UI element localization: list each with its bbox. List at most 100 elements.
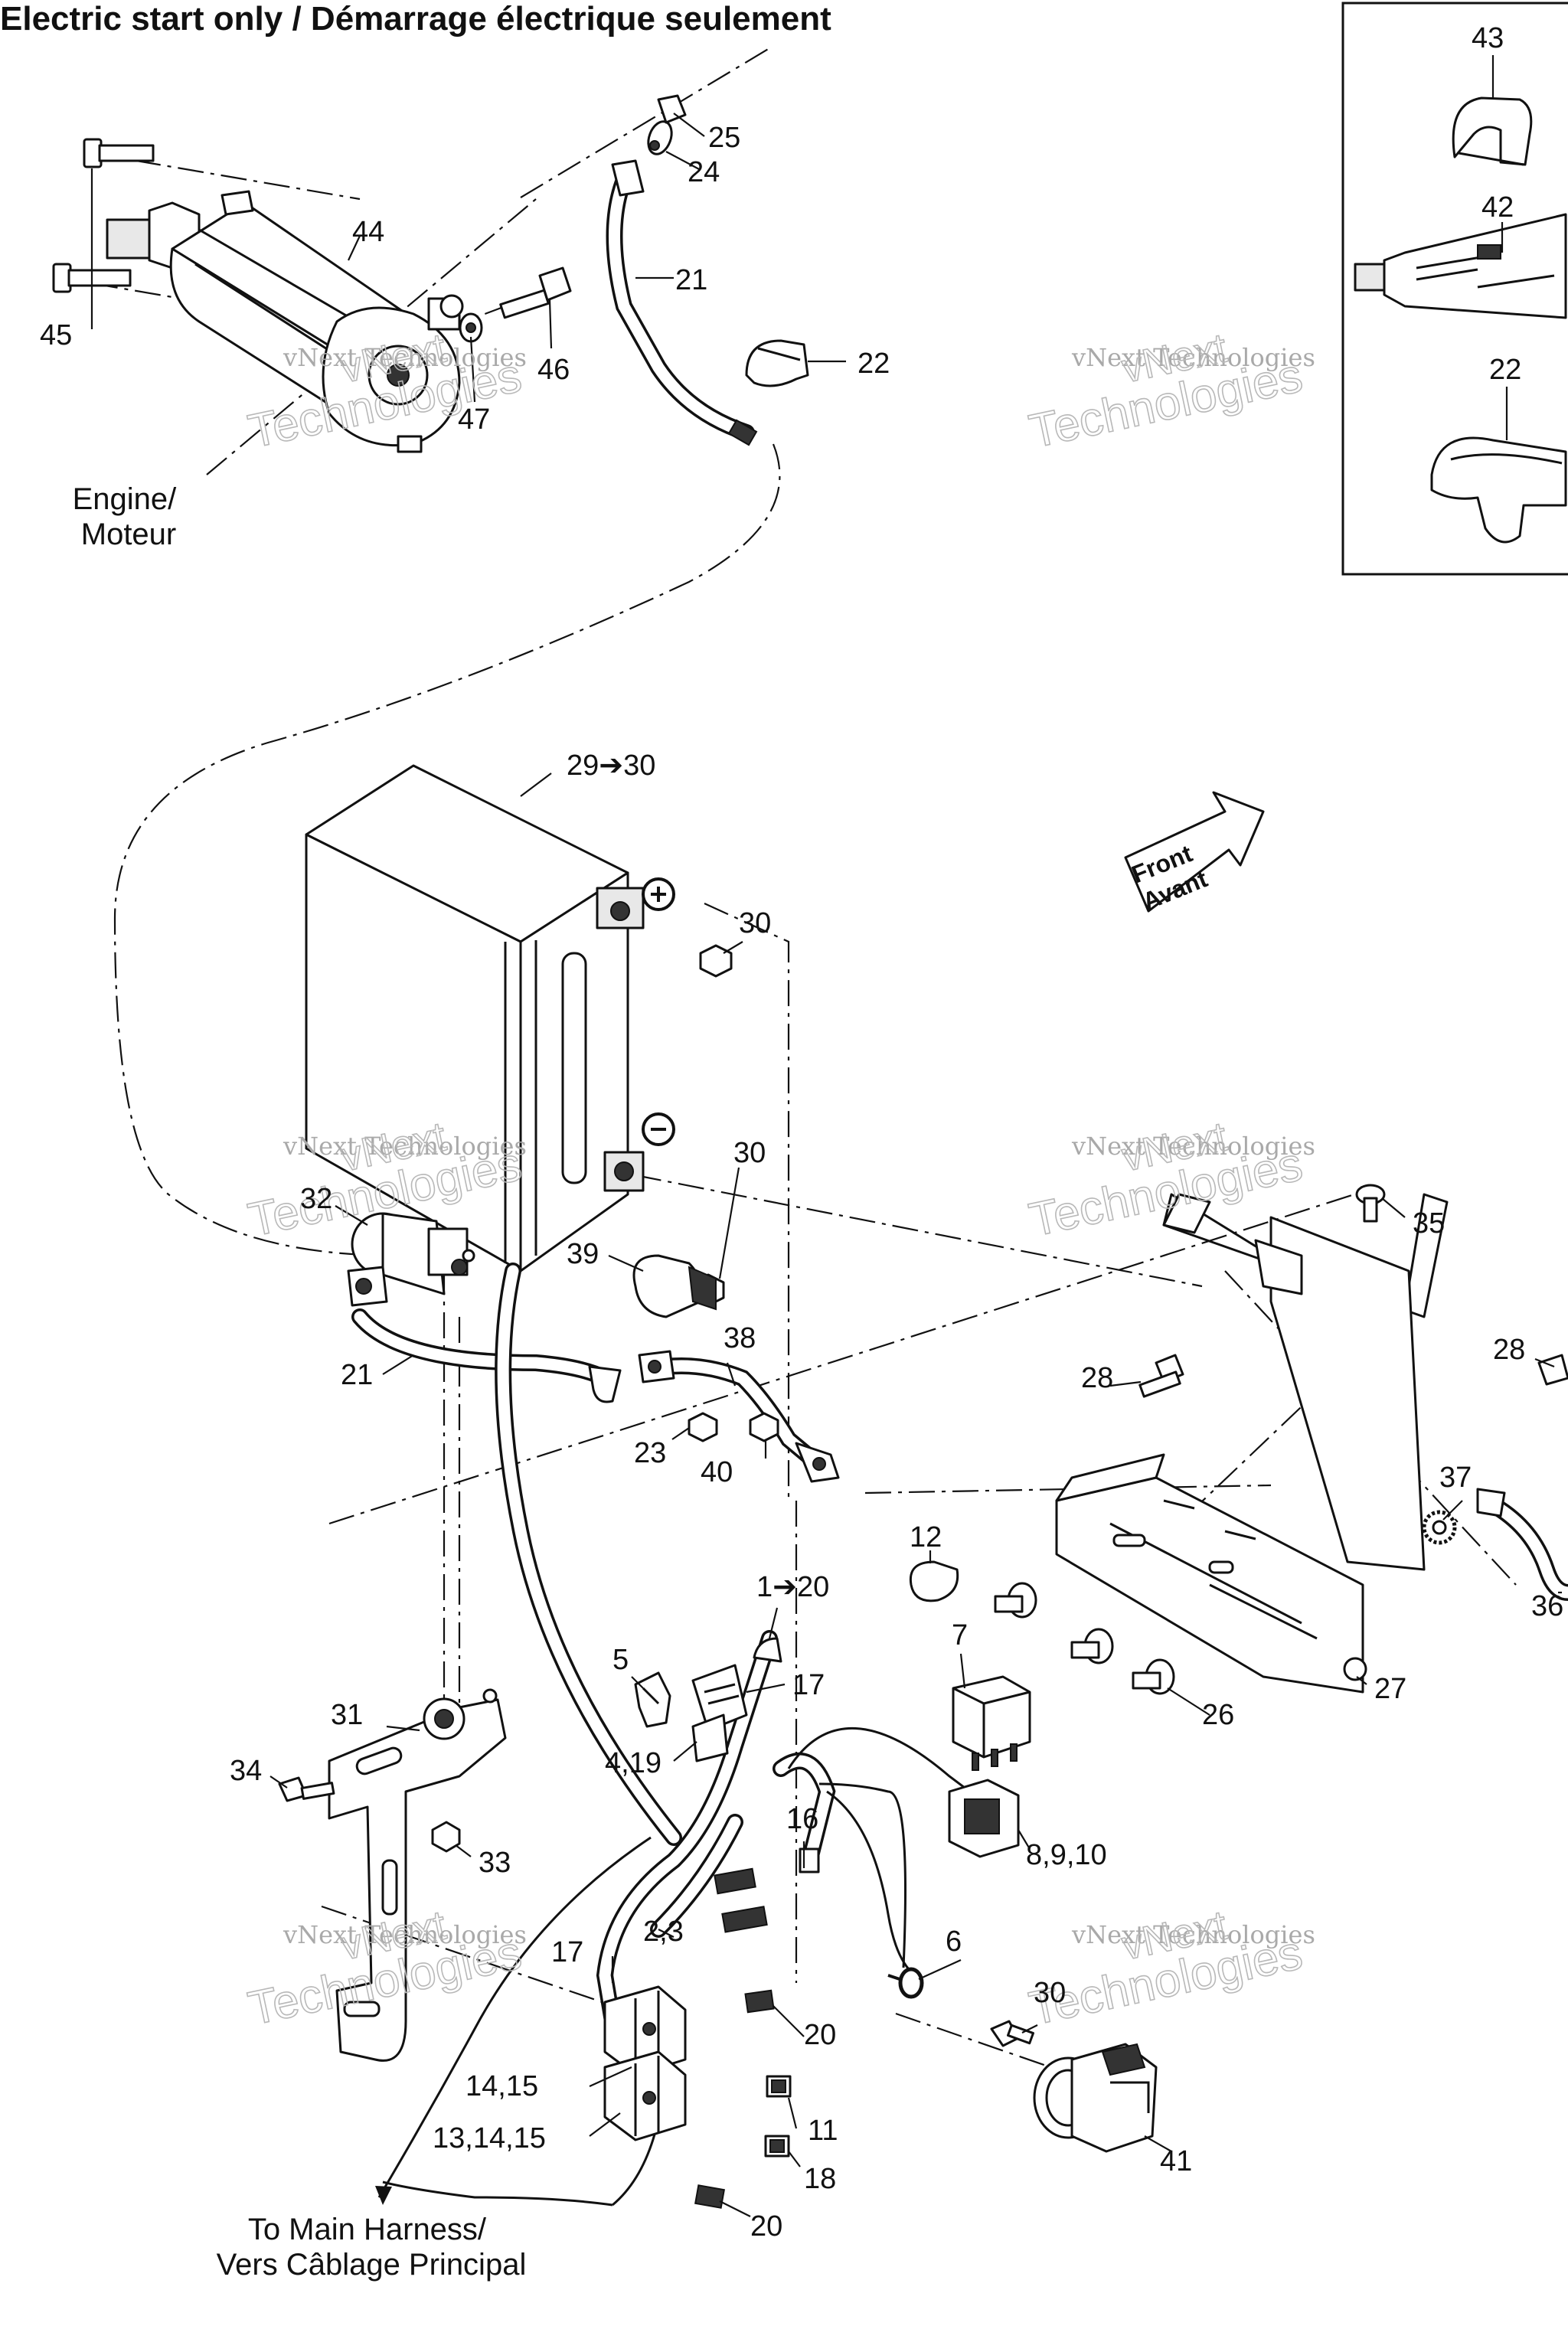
cable-clip-icon bbox=[1430, 436, 1567, 544]
callout: 34 bbox=[230, 1755, 262, 1787]
callout: 38 bbox=[724, 1322, 756, 1354]
svg-text:vNext Technologies: vNext Technologies bbox=[283, 343, 527, 372]
ground-cable bbox=[1476, 1488, 1568, 1601]
note-engine: Engine/ Moteur bbox=[73, 482, 185, 551]
callout: 1➔20 bbox=[756, 1571, 829, 1603]
bolt-icon bbox=[52, 138, 155, 293]
mounting-bracket-icon bbox=[328, 1688, 507, 2062]
clip-icon-5 bbox=[634, 1671, 671, 1728]
callout: 11 bbox=[808, 2115, 838, 2147]
terminal-boot-icon bbox=[632, 1254, 717, 1318]
watermark-bottom-right: vNext Technologies Technologies vNext bbox=[1024, 1902, 1315, 2037]
callout: 31 bbox=[331, 1699, 363, 1731]
cable-clip-icon-22 bbox=[745, 339, 809, 387]
wiring-harness bbox=[375, 1263, 981, 2207]
ring-terminal-icon bbox=[887, 1967, 924, 1999]
note-main-harness: To Main Harness/ Vers Câblage Principal bbox=[217, 2213, 527, 2282]
callout: 6 bbox=[946, 1926, 962, 1958]
svg-text:vNext Technologies: vNext Technologies bbox=[1071, 343, 1315, 372]
callout: 30 bbox=[1034, 1977, 1066, 2009]
positive-cable bbox=[606, 94, 758, 446]
callout: 2,3 bbox=[643, 1916, 684, 1948]
callout: 7 bbox=[952, 1619, 968, 1651]
callout: 44 bbox=[352, 216, 384, 248]
nut-icon-33 bbox=[431, 1821, 461, 1853]
bolt-icon-34 bbox=[278, 1776, 335, 1802]
callout: 14,15 bbox=[466, 2070, 538, 2102]
battery-tray-icon bbox=[1055, 1193, 1449, 1694]
callout: 28 bbox=[1493, 1334, 1525, 1366]
callout: 17 bbox=[551, 1936, 583, 1968]
callout: 21 bbox=[341, 1359, 373, 1391]
callout: 25 bbox=[708, 122, 740, 154]
nut-icon-23-40 bbox=[688, 1412, 779, 1442]
solenoid-icon bbox=[347, 1212, 475, 1307]
callout: 24 bbox=[688, 156, 720, 188]
callout: 20 bbox=[750, 2210, 782, 2243]
callout: 5 bbox=[612, 1644, 629, 1676]
callout: 36 bbox=[1531, 1590, 1563, 1622]
star-washer-icon bbox=[1422, 1510, 1457, 1545]
svg-text:vNext Technologies: vNext Technologies bbox=[283, 1132, 527, 1161]
callout: 33 bbox=[479, 1847, 511, 1879]
plus-icon bbox=[642, 877, 675, 911]
fuse-box-icon bbox=[603, 1985, 687, 2141]
bolt-icon-46 bbox=[459, 266, 572, 343]
solenoid-cable bbox=[351, 1308, 622, 1403]
callout: 17 bbox=[792, 1669, 825, 1701]
callout: 13,14,15 bbox=[433, 2122, 546, 2154]
watermark-top-right: vNext Technologies Technologies vNext bbox=[1024, 325, 1315, 459]
relay-icon bbox=[952, 1675, 1031, 1771]
page-title: Electric start only / Démarrage électriq… bbox=[0, 0, 831, 38]
callout: 41 bbox=[1160, 2145, 1192, 2177]
callout: 27 bbox=[1374, 1673, 1406, 1705]
screw-icon bbox=[1355, 1184, 1386, 1223]
callout: 20 bbox=[804, 2019, 836, 2051]
connector-icon bbox=[714, 1847, 820, 1933]
svg-text:vNext Technologies: vNext Technologies bbox=[1071, 1132, 1315, 1161]
clip-icon bbox=[1452, 96, 1533, 166]
callout: 16 bbox=[786, 1803, 818, 1835]
callout: 46 bbox=[537, 354, 570, 386]
callout: 12 bbox=[910, 1521, 942, 1553]
inset-box bbox=[1341, 2, 1568, 576]
callout: 21 bbox=[675, 264, 707, 296]
callout: 18 bbox=[804, 2163, 836, 2195]
starter-motor-icon bbox=[106, 190, 464, 453]
grease-tube-icon bbox=[1354, 213, 1567, 319]
callouts: 43 42 22 25 24 44 21 22 45 46 47 29➔30 3… bbox=[40, 22, 1563, 2243]
battery-icon bbox=[305, 764, 645, 1272]
callout: 26 bbox=[1202, 1699, 1234, 1731]
callout: 29➔30 bbox=[567, 750, 655, 782]
callout: 39 bbox=[567, 1238, 599, 1270]
callout: 30 bbox=[739, 907, 771, 939]
leader-lines bbox=[90, 113, 1562, 2217]
fuse-icon bbox=[694, 1989, 792, 2209]
negative-cable bbox=[638, 1350, 840, 1483]
power-outlet-icon bbox=[1033, 2043, 1158, 2153]
callout: 32 bbox=[300, 1183, 332, 1215]
callout: 23 bbox=[634, 1437, 666, 1469]
callout: 40 bbox=[701, 1456, 733, 1488]
callout: 43 bbox=[1472, 22, 1504, 54]
callout: 45 bbox=[40, 319, 72, 351]
callout: 4,19 bbox=[605, 1747, 662, 1779]
callout: 30 bbox=[733, 1137, 766, 1169]
callout: 35 bbox=[1413, 1207, 1445, 1240]
svg-text:vNext Technologies: vNext Technologies bbox=[1071, 1920, 1315, 1949]
bolt-icon-28 bbox=[1138, 1354, 1568, 1398]
callout: 22 bbox=[1489, 354, 1521, 386]
front-arrow-icon bbox=[1124, 791, 1265, 913]
callout: 37 bbox=[1439, 1462, 1472, 1494]
callout: 42 bbox=[1481, 191, 1514, 224]
svg-text:vNext Technologies: vNext Technologies bbox=[283, 1920, 527, 1949]
nut-icon bbox=[691, 944, 733, 1307]
strap-icon bbox=[909, 1560, 959, 1602]
callout: 47 bbox=[458, 403, 490, 436]
callout: 22 bbox=[858, 348, 890, 380]
minus-icon bbox=[642, 1112, 675, 1146]
relay-socket-icon bbox=[948, 1779, 1020, 1858]
grommet-icon bbox=[994, 1582, 1175, 1695]
screw-icon-30 bbox=[990, 2020, 1034, 2047]
